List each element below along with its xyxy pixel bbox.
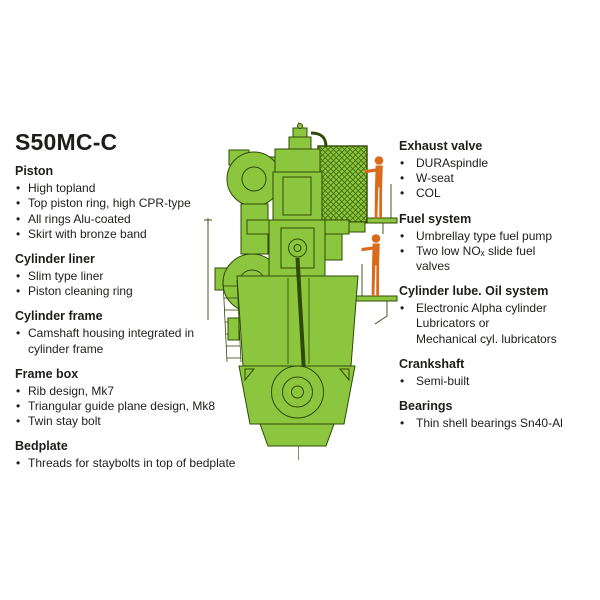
crankshaft bbox=[271, 365, 324, 419]
bullet-list: Slim type liner Piston cleaning ring bbox=[15, 269, 253, 300]
section-heading: Crankshaft bbox=[399, 356, 465, 371]
stay-mast bbox=[204, 218, 212, 320]
section-heading: Cylinder lube. Oil system bbox=[399, 284, 549, 299]
bullet-list: High topland Top piston ring, high CPR-t… bbox=[15, 181, 253, 242]
bullet-item: Slim type liner bbox=[15, 269, 253, 284]
bullet-item: Triangular guide plane design, Mk8 bbox=[15, 399, 253, 414]
exhaust-valve-assembly bbox=[288, 123, 328, 152]
section-fuel-system: Fuel system Umbrellay type fuel pump Two… bbox=[399, 212, 589, 275]
person-figure-upper bbox=[364, 156, 384, 218]
section-heading: Fuel system bbox=[399, 211, 472, 226]
section-frame-box: Frame box Rib design, Mk7 Triangular gui… bbox=[15, 367, 253, 430]
section-heading: Cylinder liner bbox=[15, 251, 95, 266]
bullet-item: W-seat bbox=[399, 171, 589, 186]
bullet-item: Camshaft housing integrated in cylinder … bbox=[15, 326, 253, 356]
person-figure-lower bbox=[361, 234, 381, 296]
section-heading: Frame box bbox=[15, 366, 79, 381]
page-title: S50MC-C bbox=[15, 129, 118, 155]
bullet-list: Camshaft housing integrated in cylinder … bbox=[15, 326, 253, 356]
bullet-list: Electronic Alpha cylinder Lubricators or… bbox=[399, 301, 589, 347]
section-piston: Piston High topland Top piston ring, hig… bbox=[15, 164, 253, 242]
bullet-item: Piston cleaning ring bbox=[15, 284, 253, 299]
bullet-item: Twin stay bolt bbox=[15, 414, 253, 429]
bullet-item: All rings Alu-coated bbox=[15, 212, 253, 227]
bullet-item: Umbrellay type fuel pump bbox=[399, 229, 589, 244]
section-bearings: Bearings Thin shell bearings Sn40-Al bbox=[399, 399, 589, 431]
bullet-list: Thin shell bearings Sn40-Al bbox=[399, 416, 589, 431]
bullet-item: Semi-built bbox=[399, 374, 589, 389]
bullet-item: High topland bbox=[15, 181, 253, 196]
fuel-pump-block bbox=[324, 233, 343, 261]
bullet-item: Rib design, Mk7 bbox=[15, 384, 253, 399]
section-cylinder-frame: Cylinder frame Camshaft housing integrat… bbox=[15, 309, 253, 356]
right-column: Exhaust valve DURAspindle W-seat COL Fue… bbox=[399, 139, 589, 431]
bullet-item: DURAspindle bbox=[399, 156, 589, 171]
bullet-item: Skirt with bronze band bbox=[15, 227, 253, 242]
bullet-item: COL bbox=[399, 186, 589, 201]
bullet-item: Thin shell bearings Sn40-Al bbox=[399, 416, 589, 431]
section-heading: Cylinder frame bbox=[15, 309, 103, 324]
engine-cross-section-diagram bbox=[185, 122, 405, 462]
section-heading: Bearings bbox=[399, 399, 453, 414]
bullet-list: Umbrellay type fuel pump Two low NOₓ sli… bbox=[399, 229, 589, 275]
section-cylinder-lube-oil-system: Cylinder lube. Oil system Electronic Alp… bbox=[399, 284, 589, 347]
section-heading: Piston bbox=[15, 164, 54, 179]
engine-cross-section-svg bbox=[204, 122, 398, 460]
bedplate bbox=[238, 365, 356, 447]
access-door bbox=[227, 317, 240, 341]
section-exhaust-valve: Exhaust valve DURAspindle W-seat COL bbox=[399, 139, 589, 202]
section-cylinder-liner: Cylinder liner Slim type liner Piston cl… bbox=[15, 251, 253, 300]
bullet-item: Threads for staybolts in top of bedplate bbox=[15, 456, 253, 471]
air-cooler bbox=[317, 145, 368, 233]
left-column: S50MC-C Piston High topland Top piston r… bbox=[15, 130, 253, 472]
bullet-list: Semi-built bbox=[399, 374, 589, 389]
frame-box bbox=[222, 257, 359, 373]
bullet-item: Electronic Alpha cylinder Lubricators or… bbox=[399, 301, 589, 347]
section-heading: Bedplate bbox=[15, 439, 68, 454]
section-heading: Exhaust valve bbox=[399, 139, 483, 153]
bullet-list: DURAspindle W-seat COL bbox=[399, 156, 589, 202]
section-crankshaft: Crankshaft Semi-built bbox=[399, 357, 589, 389]
section-bedplate: Bedplate Threads for staybolts in top of… bbox=[15, 439, 253, 471]
bullet-item: Top piston ring, high CPR-type bbox=[15, 196, 253, 211]
bullet-item: Two low NOₓ slide fuel valves bbox=[399, 244, 589, 274]
connecting-rod bbox=[295, 257, 306, 373]
bullet-list: Rib design, Mk7 Triangular guide plane d… bbox=[15, 384, 253, 430]
bullet-list: Threads for staybolts in top of bedplate bbox=[15, 456, 253, 471]
